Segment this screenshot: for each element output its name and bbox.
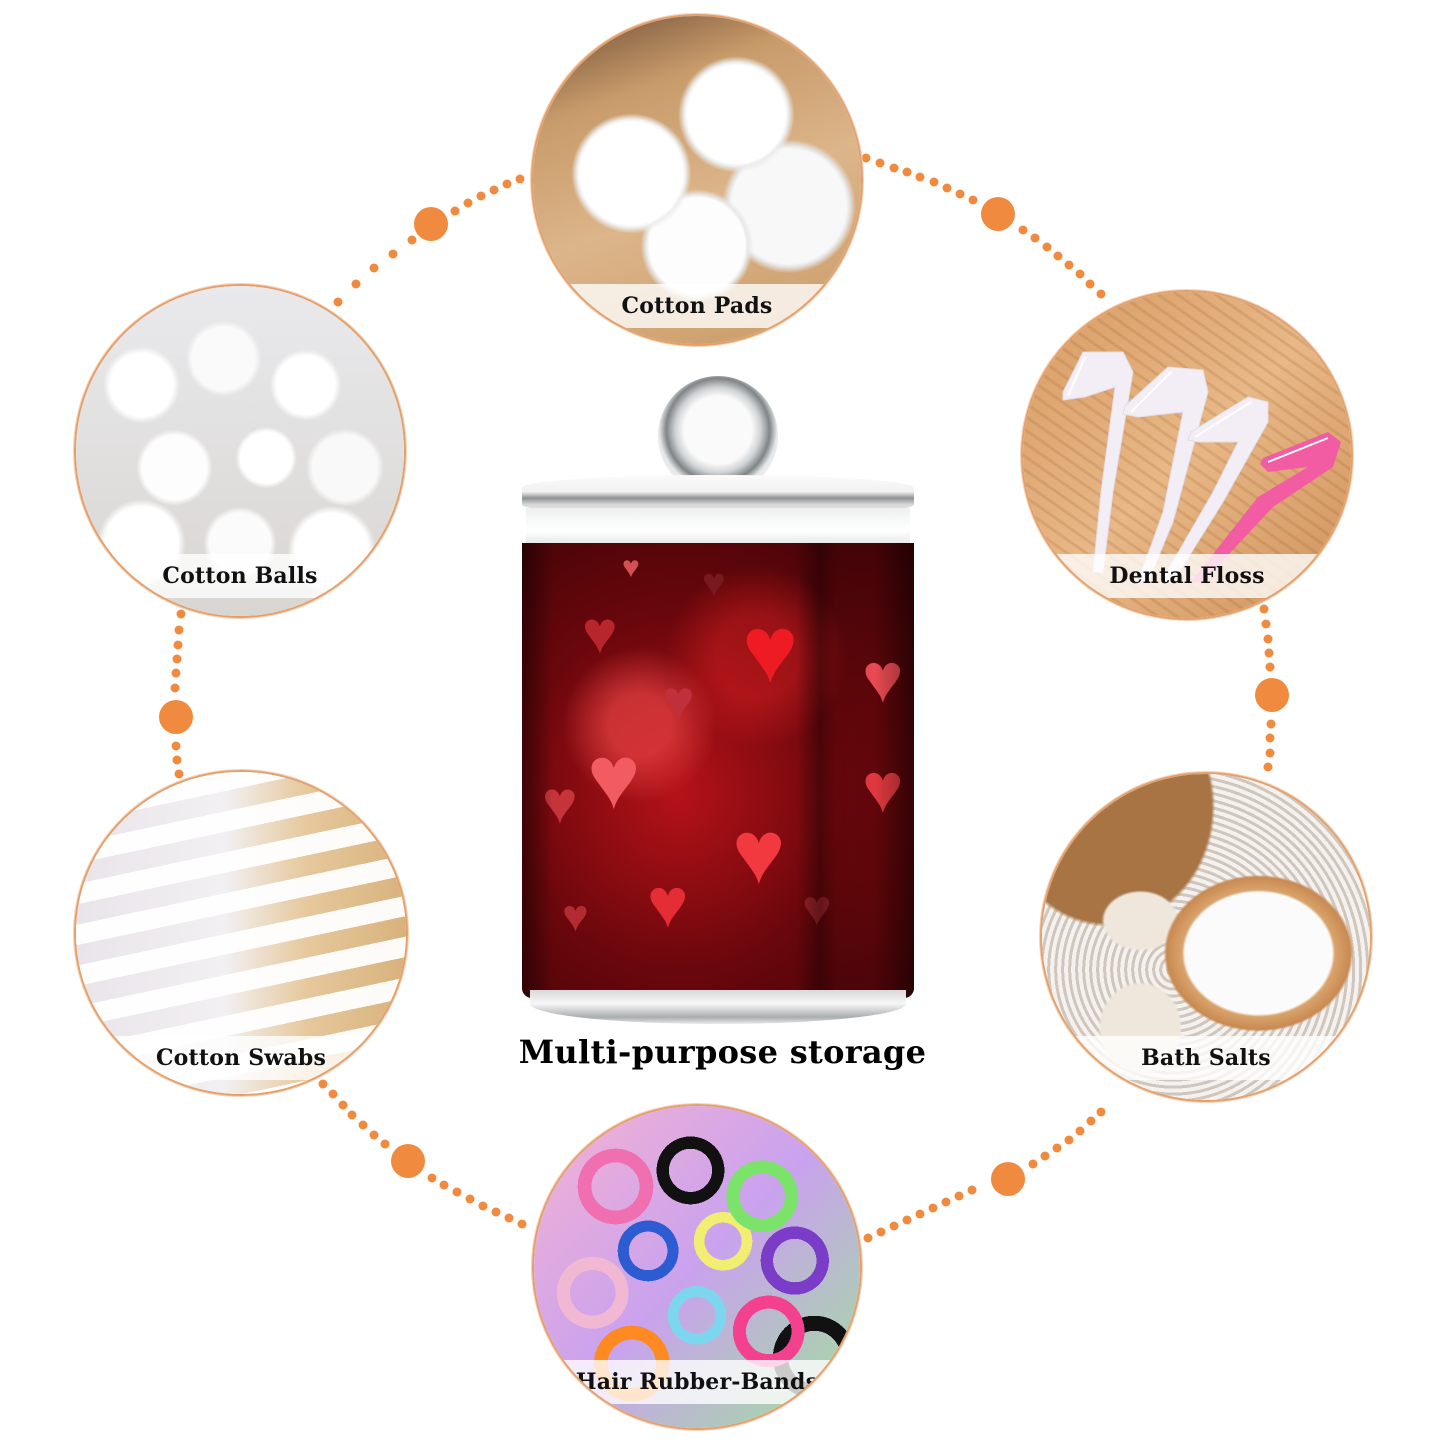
heart-icon: ♥ — [862, 643, 904, 713]
jar-base — [530, 990, 906, 1024]
connector-dots-left — [170, 609, 186, 779]
heart-icon: ♥ — [862, 753, 904, 823]
connector-node-top-right — [981, 197, 1015, 231]
label-band: Cotton Balls — [76, 554, 404, 598]
caption-multi-purpose-storage: Multi-purpose storage — [518, 1033, 927, 1071]
connector-dots-top-right — [861, 153, 1106, 299]
connector-dots-top-left — [333, 174, 525, 307]
heart-icon: ♥ — [742, 603, 798, 698]
label-band: Hair Rubber-Bands — [534, 1360, 860, 1404]
heart-icon: ♥ — [582, 603, 618, 663]
label-band: Dental Floss — [1023, 554, 1351, 598]
item-label: Dental Floss — [1109, 563, 1265, 589]
jar-lid-band — [526, 508, 910, 546]
item-label: Cotton Pads — [621, 293, 773, 319]
heart-icon: ♥ — [542, 773, 578, 833]
jar-body-hearts-pattern: ♥ ♥ ♥ ♥ ♥ ♥ ♥ ♥ ♥ ♥ ♥ ♥ ♥ — [522, 543, 914, 998]
label-band: Cotton Pads — [533, 284, 861, 328]
connector-node-top-left — [414, 207, 448, 241]
item-label: Hair Rubber-Bands — [575, 1369, 819, 1395]
item-circle-cotton-balls: Cotton Balls — [74, 284, 406, 618]
heart-icon: ♥ — [587, 733, 640, 823]
heart-icon: ♥ — [732, 808, 785, 898]
item-circle-cotton-pads: Cotton Pads — [531, 14, 863, 346]
item-circle-bath-salts: Bath Salts — [1040, 772, 1372, 1102]
item-circle-hair-rubber-bands: Hair Rubber-Bands — [532, 1104, 862, 1430]
item-circle-dental-floss: Dental Floss — [1021, 290, 1353, 620]
jar-glass-sheen — [522, 543, 914, 998]
floss-picks-icon — [1062, 351, 1341, 583]
connector-node-right — [1255, 678, 1289, 712]
item-label: Cotton Swabs — [155, 1045, 327, 1071]
connector-node-bottom-right — [991, 1162, 1025, 1196]
heart-icon: ♥ — [647, 868, 689, 938]
item-label: Cotton Balls — [162, 563, 318, 589]
connector-node-left — [159, 700, 193, 734]
heart-icon: ♥ — [702, 563, 726, 603]
item-circle-cotton-swabs: Cotton Swabs — [74, 770, 408, 1096]
heart-icon: ♥ — [622, 553, 640, 583]
label-band: Bath Salts — [1042, 1036, 1370, 1080]
heart-icon: ♥ — [802, 883, 832, 933]
heart-icon: ♥ — [662, 673, 695, 728]
connector-node-bottom-left — [391, 1144, 425, 1178]
heart-icon: ♥ — [562, 893, 589, 938]
label-band: Cotton Swabs — [76, 1036, 406, 1080]
connector-dots-bottom-right — [863, 1107, 1106, 1243]
item-label: Bath Salts — [1141, 1045, 1271, 1071]
